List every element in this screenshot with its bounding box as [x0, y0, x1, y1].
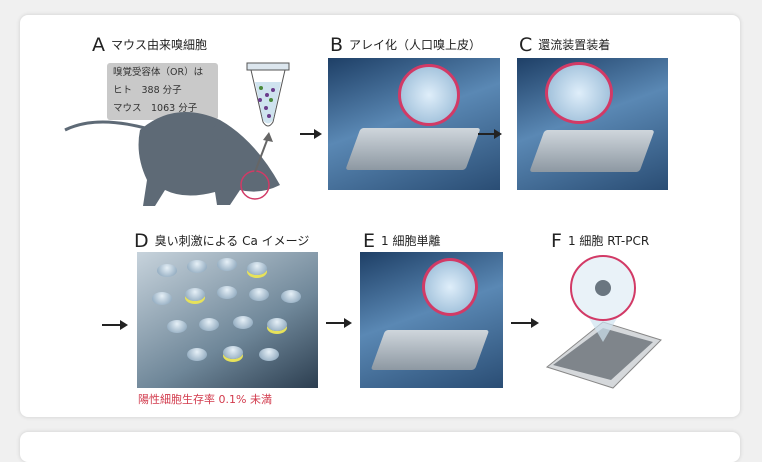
- calcium-imaging-image: [137, 252, 318, 388]
- rt-pcr-plate-illustration: [545, 255, 662, 389]
- arrow-a-b: [300, 129, 322, 139]
- perfusion-image: [517, 58, 668, 190]
- arrow-e-f: [511, 318, 539, 328]
- receptor-info-box: 嗅覚受容体（OR）はヒト 388 分子マウス 1063 分子: [107, 63, 218, 120]
- next-card: [20, 432, 740, 462]
- arrow-b-c: [478, 129, 502, 139]
- arrow-d-e: [326, 318, 352, 328]
- cell-isolation-image: [360, 252, 503, 388]
- array-image: [328, 58, 500, 190]
- mouse-illustration: [64, 62, 290, 206]
- survival-rate-caption: 陽性細胞生存率 0.1% 未満: [138, 393, 272, 406]
- arrow-c-d: [102, 320, 128, 330]
